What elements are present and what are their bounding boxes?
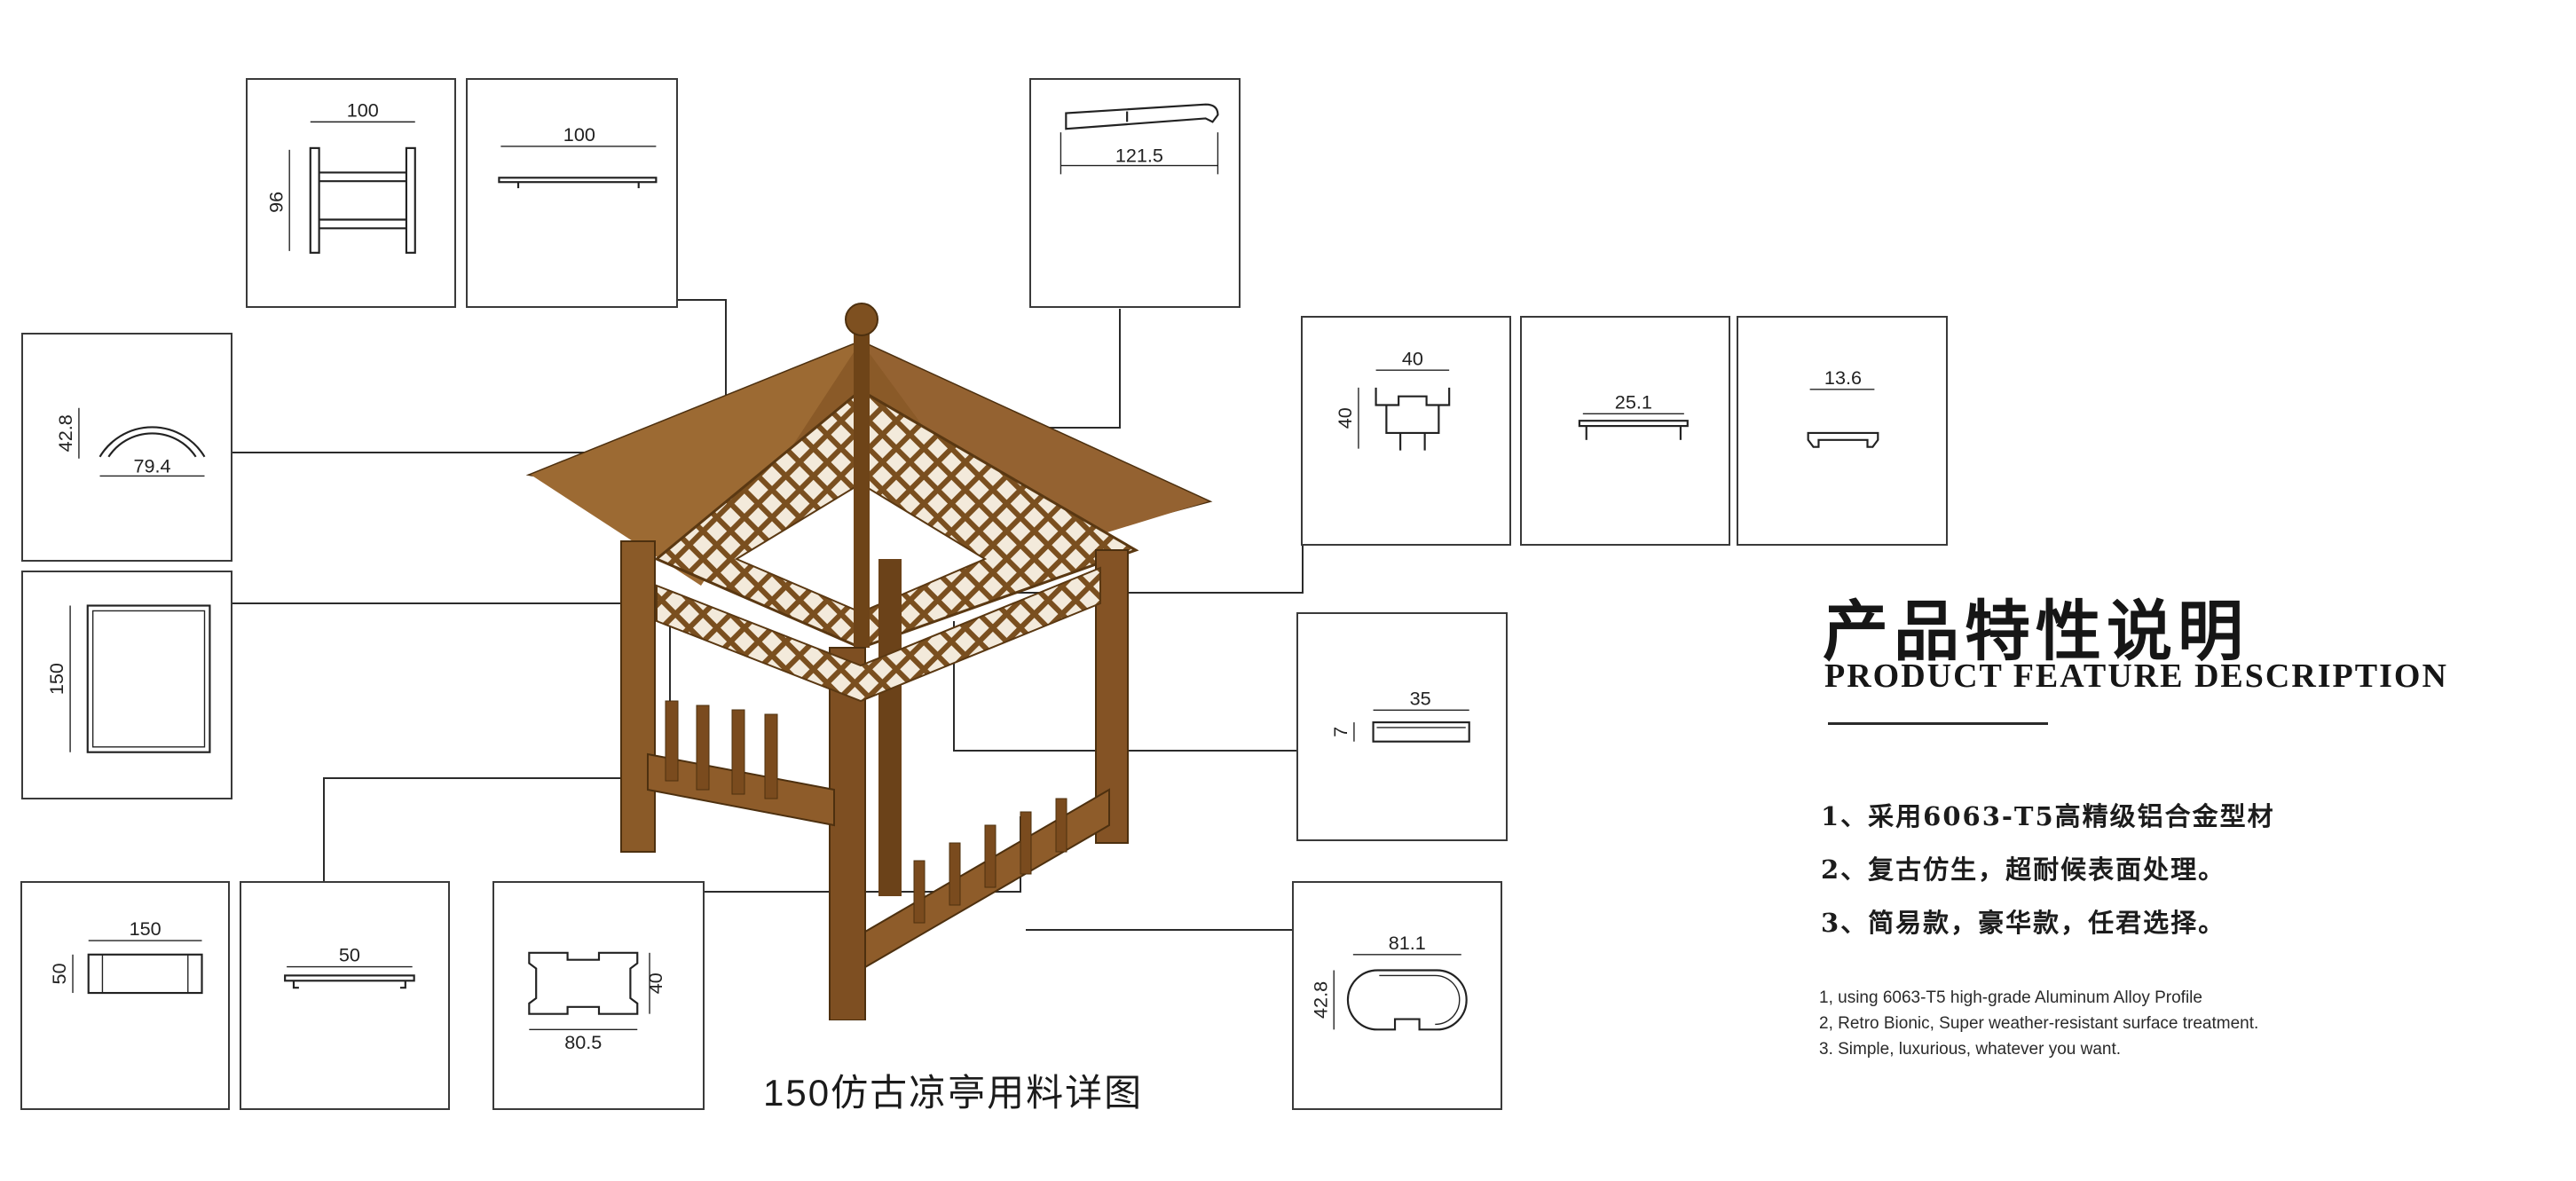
- feature-title-en: PRODUCT FEATURE DESCRIPTION: [1824, 657, 2448, 695]
- feature-item-en: 1, using 6063-T5 high-grade Aluminum All…: [1819, 988, 2202, 1007]
- dim-width: 81.1: [1389, 932, 1426, 954]
- dim-height: 150: [45, 663, 67, 695]
- profile-strip-25-1: 25.1: [1520, 316, 1730, 546]
- dim-width: 40: [1402, 347, 1423, 369]
- profile-cap-13-6: 13.6: [1737, 316, 1948, 546]
- feature-title-cn: 产品特性说明: [1823, 594, 2249, 670]
- profile-bar-35x7: 35 7: [1296, 612, 1508, 841]
- dim-width: 25.1: [1615, 390, 1652, 413]
- feature-item-en: 3. Simple, luxurious, whatever you want.: [1819, 1040, 2122, 1059]
- dim-width: 50: [339, 944, 360, 966]
- dim-height: 40: [1334, 407, 1356, 429]
- feature-item-cn: 2、复古仿生，超耐候表面处理。: [1821, 854, 2226, 885]
- dim-height: 96: [264, 192, 287, 213]
- profile-channel-40x40: 40 40: [1301, 316, 1511, 546]
- drawing-caption: 150仿古凉亭用料详图: [763, 1072, 1144, 1114]
- dim-width: 100: [347, 98, 379, 121]
- dim-width: 80.5: [564, 1031, 602, 1053]
- profile-roof-121-5: 121.5: [1029, 78, 1241, 308]
- dim-height: 7: [1329, 727, 1351, 737]
- profile-arc-79-4: 79.4 42.8: [21, 333, 232, 562]
- dim-height: 42.8: [1309, 981, 1331, 1019]
- dim-width: 13.6: [1824, 366, 1862, 389]
- dim-height: 42.8: [54, 414, 76, 452]
- title-divider: [1828, 722, 2048, 725]
- feature-item-cn: 1、采用6063-T5高精级铝合金型材: [1821, 801, 2275, 831]
- profile-board-50: 50: [240, 881, 450, 1110]
- dim-width: 100: [563, 123, 595, 146]
- dim-width: 121.5: [1115, 145, 1163, 167]
- profile-beam-100x96: 100 96: [246, 78, 456, 308]
- dim-width: 79.4: [133, 455, 170, 477]
- dim-height: 50: [48, 963, 70, 984]
- profile-post-150: 150: [21, 571, 232, 799]
- feature-item-en: 2, Retro Bionic, Super weather-resistant…: [1819, 1014, 2259, 1033]
- profile-handrail-81-1: 81.1 42.8: [1292, 881, 1502, 1110]
- feature-list-cn: 1、采用6063-T5高精级铝合金型材 2、复古仿生，超耐候表面处理。 3、简易…: [1821, 790, 2275, 949]
- feature-list-en: 1, using 6063-T5 high-grade Aluminum All…: [1819, 985, 2258, 1062]
- profile-rail-150x50: 150 50: [20, 881, 230, 1110]
- feature-item-cn: 3、简易款，豪华款，任君选择。: [1821, 908, 2226, 938]
- dim-height: 40: [644, 972, 666, 994]
- dim-width: 35: [1410, 687, 1431, 709]
- profile-post-80-5x40: 80.5 40: [492, 881, 705, 1110]
- profile-board-100: 100: [466, 78, 678, 308]
- gazebo-illustration: [525, 303, 1213, 1020]
- dim-width: 150: [130, 917, 161, 940]
